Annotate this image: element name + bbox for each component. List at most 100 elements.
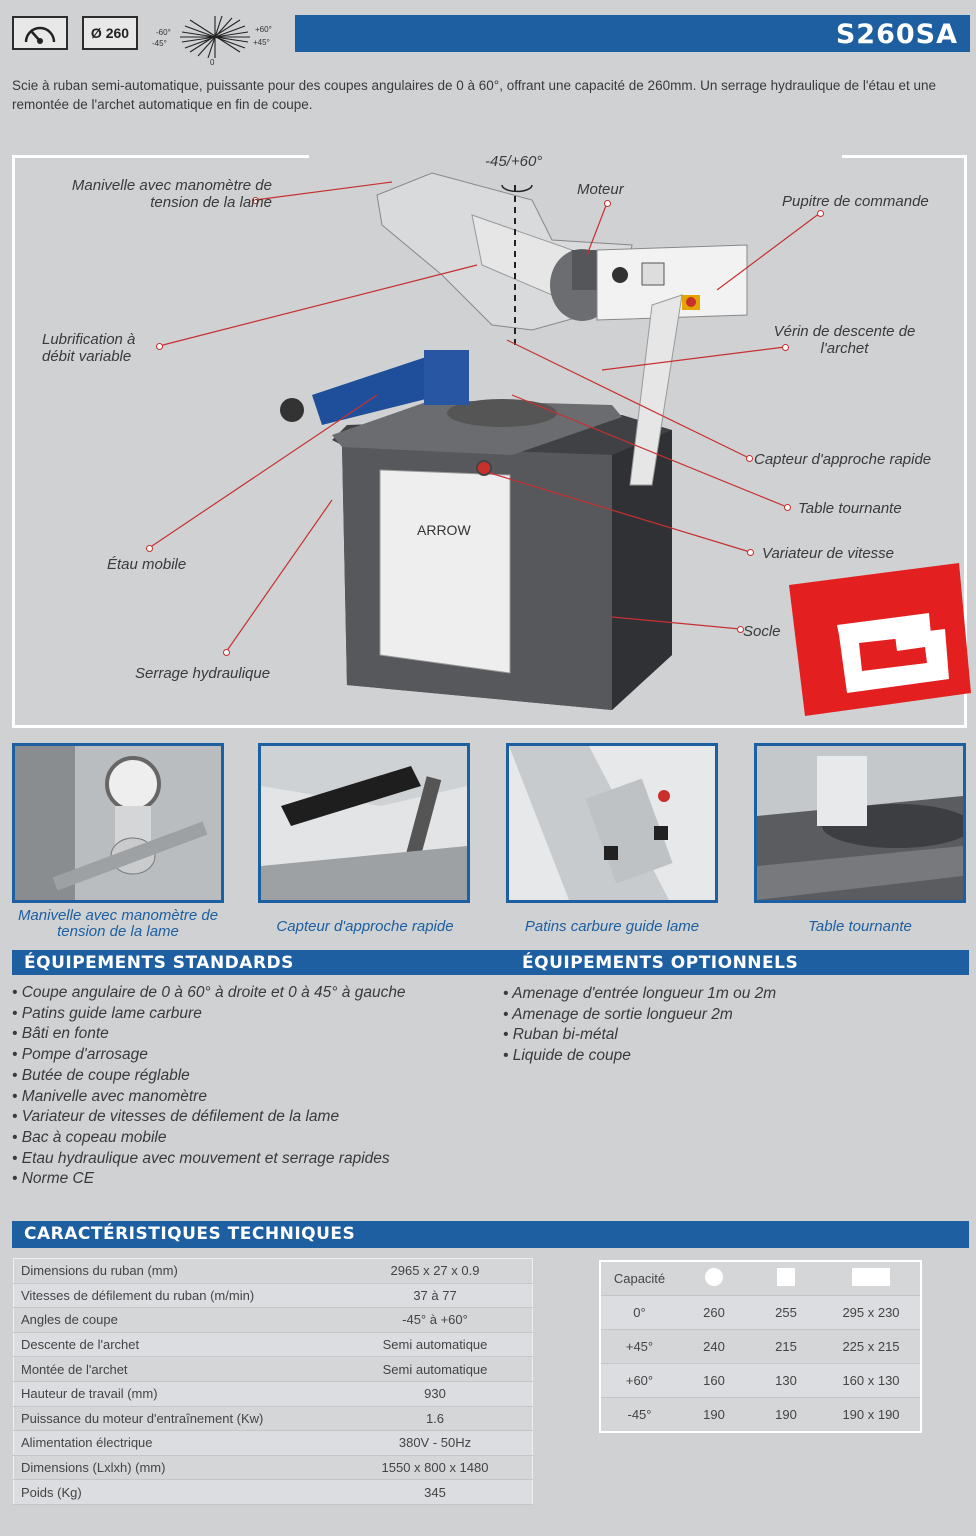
rectangle-section-icon — [822, 1261, 921, 1296]
list-item: Etau hydraulique avec mouvement et serra… — [12, 1149, 406, 1170]
table-row: Capacité — [600, 1261, 921, 1296]
thumb-caption-patins: Patins carbure guide lame — [524, 918, 700, 935]
spec-value: 2965 x 27 x 0.9 — [338, 1258, 533, 1284]
thumb-table — [754, 743, 966, 903]
capacity-square: 215 — [750, 1329, 822, 1364]
spec-value: 345 — [338, 1479, 533, 1505]
angle-range-label: -45/+60° — [485, 153, 543, 170]
list-item: Butée de coupe réglable — [12, 1066, 406, 1087]
callout-manivelle: Manivelle avec manomètre de tension de l… — [71, 177, 272, 211]
caracteristiques-title: CARACTÉRISTIQUES TECHNIQUES — [24, 1224, 356, 1244]
capacity-rect: 190 x 190 — [822, 1397, 921, 1433]
capacity-rect: 295 x 230 — [822, 1295, 921, 1330]
list-item: Bac à copeau mobile — [12, 1128, 406, 1149]
angle-label-bottom: 0 — [210, 58, 215, 67]
table-row: Hauteur de travail (mm)930 — [13, 1381, 533, 1407]
list-item: Ruban bi-métal — [503, 1025, 776, 1046]
brand-logo — [789, 563, 971, 716]
machine-illustration: ARROW — [148, 172, 821, 710]
table-row: Puissance du moteur d'entraînement (Kw)1… — [13, 1406, 533, 1432]
spec-label: Poids (Kg) — [13, 1479, 338, 1505]
diameter-badge: Ø 260 — [82, 16, 138, 50]
thumb-caption-table: Table tournante — [808, 918, 912, 935]
gauge-icon-box — [12, 16, 68, 50]
capacity-square: 190 — [750, 1397, 822, 1433]
square-section-icon — [750, 1261, 822, 1296]
machine-diagram: ARROW — [12, 153, 967, 730]
callout-pupitre: Pupitre de commande — [782, 193, 929, 210]
spec-label: Dimensions du ruban (mm) — [13, 1258, 338, 1284]
spec-value: 930 — [338, 1381, 533, 1407]
list-item: Patins guide lame carbure — [12, 1004, 406, 1025]
standards-title: ÉQUIPEMENTS STANDARDS — [24, 953, 294, 973]
list-item: Manivelle avec manomètre — [12, 1087, 406, 1108]
angle-diagram: -60° -45° +60° +45° 0 — [150, 12, 280, 70]
spec-label: Angles de coupe — [13, 1307, 338, 1333]
table-row: Angles de coupe-45° à +60° — [13, 1307, 533, 1333]
spec-value: Semi automatique — [338, 1356, 533, 1382]
round-section-icon — [678, 1261, 750, 1296]
spec-value: 1550 x 800 x 1480 — [338, 1455, 533, 1481]
spec-label: Montée de l'archet — [13, 1356, 338, 1382]
thumb-caption-manivelle: Manivelle avec manomètre de tension de l… — [17, 907, 219, 940]
callout-moteur: Moteur — [577, 181, 624, 198]
table-row: Poids (Kg)345 — [13, 1479, 533, 1505]
spec-value: 37 à 77 — [338, 1283, 533, 1309]
spec-label: Hauteur de travail (mm) — [13, 1381, 338, 1407]
spec-label: Puissance du moteur d'entraînement (Kw) — [13, 1406, 338, 1432]
model-bar: S260SA — [295, 15, 970, 52]
capacity-angle: 0° — [600, 1295, 678, 1330]
table-row: Vitesses de défilement du ruban (m/min)3… — [13, 1283, 533, 1309]
angle-label-top-left: -60° — [156, 28, 171, 37]
g-logo-icon — [789, 563, 971, 716]
thumb-capteur — [258, 743, 470, 903]
brand-label: ARROW — [417, 522, 471, 538]
capacity-angle: -45° — [600, 1397, 678, 1433]
callout-serrage: Serrage hydraulique — [135, 665, 271, 682]
callout-etau: Étau mobile — [107, 556, 187, 573]
capacity-angle: +45° — [600, 1329, 678, 1364]
spec-label: Vitesses de défilement du ruban (m/min) — [13, 1283, 338, 1309]
capacity-square: 255 — [750, 1295, 822, 1330]
model-title: S260SA — [835, 19, 958, 50]
thumb-manivelle — [12, 743, 224, 903]
spec-label: Alimentation électrique — [13, 1430, 338, 1456]
callout-lubrification: Lubrification à débit variable — [42, 331, 136, 365]
spec-table: Dimensions du ruban (mm)2965 x 27 x 0.9 … — [13, 1258, 533, 1505]
intro-text: Scie à ruban semi-automatique, puissante… — [12, 78, 937, 112]
gauge-icon — [24, 26, 56, 44]
spec-value: -45° à +60° — [338, 1307, 533, 1333]
capacity-round: 160 — [678, 1363, 750, 1398]
manometer-photo — [15, 746, 221, 900]
spec-value: Semi automatique — [338, 1332, 533, 1358]
list-item: Amenage d'entrée longueur 1m ou 2m — [503, 984, 776, 1005]
thumb-patins — [506, 743, 718, 903]
capacity-rect: 160 x 130 — [822, 1363, 921, 1398]
list-item: Variateur de vitesses de défilement de l… — [12, 1107, 406, 1128]
capacity-rect: 225 x 215 — [822, 1329, 921, 1364]
callout-variateur: Variateur de vitesse — [762, 545, 895, 562]
callout-verin: Vérin de descente de l'archet — [773, 323, 916, 357]
sensor-photo — [261, 746, 467, 900]
angle-label-right: +45° — [253, 38, 270, 47]
diameter-label: Ø 260 — [90, 25, 130, 41]
rotary-table-photo — [757, 746, 963, 900]
list-item: Coupe angulaire de 0 à 60° à droite et 0… — [12, 983, 406, 1004]
capacity-round: 240 — [678, 1329, 750, 1364]
angle-label-top-right: +60° — [255, 25, 272, 34]
spec-label: Dimensions (Lxlxh) (mm) — [13, 1455, 338, 1481]
table-row: Dimensions du ruban (mm)2965 x 27 x 0.9 — [13, 1258, 533, 1284]
list-item: Pompe d'arrosage — [12, 1045, 406, 1066]
callout-capteur: Capteur d'approche rapide — [754, 451, 932, 468]
capacity-round: 190 — [678, 1397, 750, 1433]
angle-label-left: -45° — [152, 39, 167, 48]
equipements-bar: ÉQUIPEMENTS STANDARDS ÉQUIPEMENTS OPTION… — [12, 950, 969, 975]
table-row: Dimensions (Lxlxh) (mm)1550 x 800 x 1480 — [13, 1455, 533, 1481]
list-item: Amenage de sortie longueur 2m — [503, 1005, 776, 1026]
